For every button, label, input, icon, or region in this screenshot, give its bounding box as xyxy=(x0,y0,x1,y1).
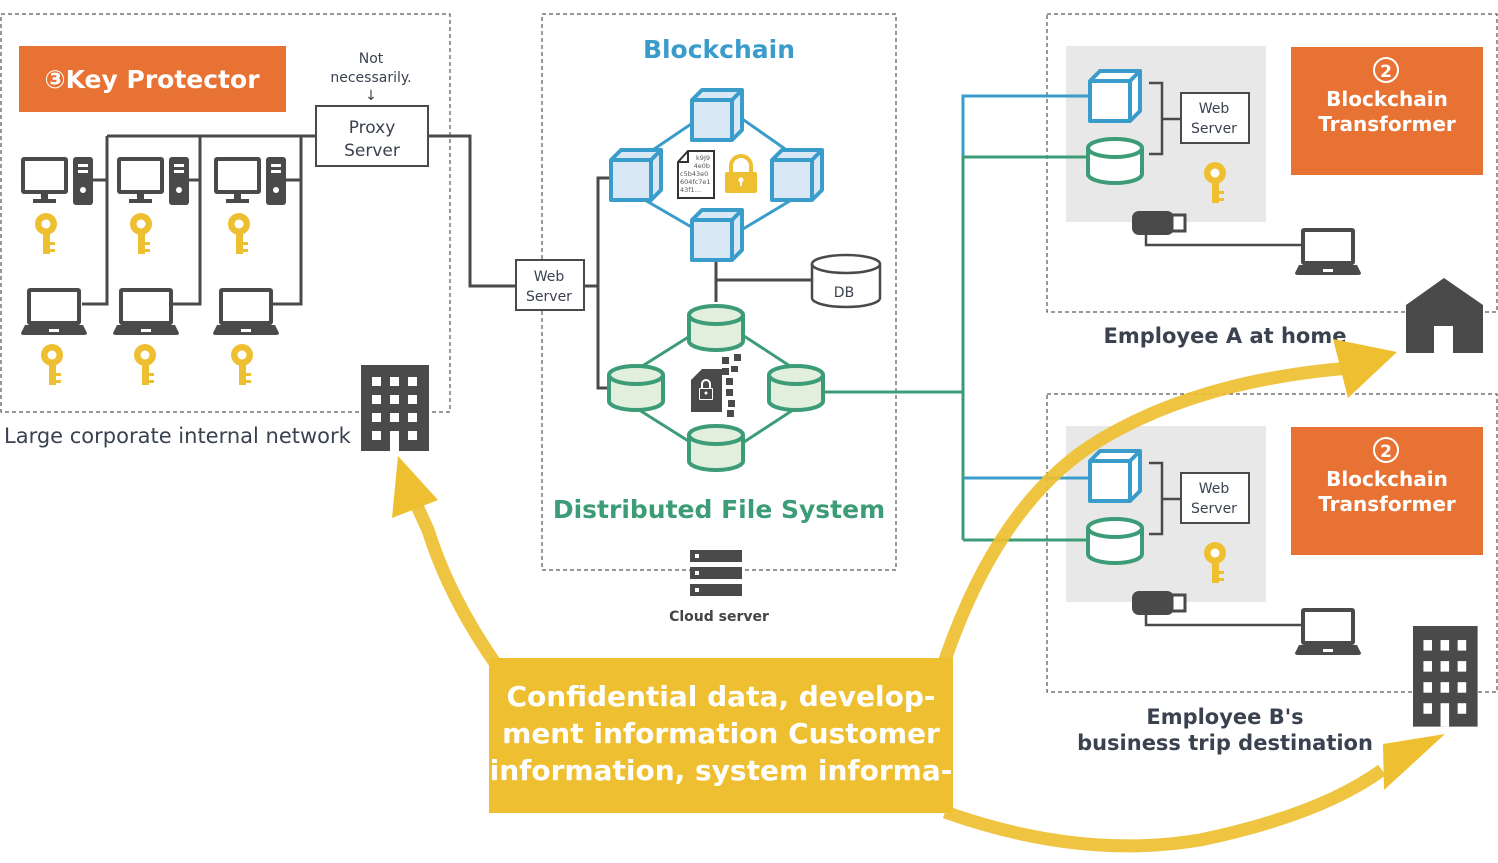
corporate-network: ③Key Protector Not necessarily. ↓ Proxy … xyxy=(0,13,516,451)
laptop-icon xyxy=(1295,608,1361,655)
proxy-server-box xyxy=(315,105,429,167)
laptop-icon xyxy=(1295,228,1361,275)
blockchain-transformer-badge xyxy=(1291,427,1483,555)
lock-icon xyxy=(725,154,757,193)
callout-line2: ment information Customer xyxy=(502,717,940,750)
badge-line2: Transformer xyxy=(1318,112,1456,136)
hash-line: c5b43e0 xyxy=(680,170,708,178)
key-protector-badge xyxy=(19,46,286,112)
laptop-icon xyxy=(21,288,87,335)
blockchain-transformer-badge xyxy=(1291,47,1483,175)
cloud-web-server-box xyxy=(515,259,585,311)
key-icon xyxy=(41,344,63,385)
cloud-web-server-line1: Web xyxy=(534,269,565,285)
office-building-icon xyxy=(361,365,429,451)
employee-b-web-server-box xyxy=(1180,472,1250,524)
usb-key-icon xyxy=(1130,209,1187,237)
storage-node-icon xyxy=(1086,137,1144,185)
employee-a-web-server-box xyxy=(1180,92,1250,144)
proxy-note-line2: necessarily. xyxy=(330,70,411,86)
hash-line: k9J9 xyxy=(696,154,710,162)
storage-node-icon xyxy=(1086,517,1144,565)
blockchain-node-icon xyxy=(609,148,663,202)
badge-number: 2 xyxy=(1380,62,1392,82)
key-protector-label: ③Key Protector xyxy=(44,65,260,94)
storage-node-icon xyxy=(687,304,745,352)
arrowhead-icon xyxy=(1383,734,1445,790)
employee-b-section: Web Server 2 Blockchain Transformer Empl… xyxy=(1046,393,1498,755)
hash-line: 43f1… xyxy=(680,186,701,194)
callout-box xyxy=(489,658,953,813)
blockchain-node-icon xyxy=(690,88,744,142)
blockchain-node-icon xyxy=(770,148,824,202)
key-icon xyxy=(130,213,152,254)
arrow-heads xyxy=(392,339,1445,790)
cloud-server-icon xyxy=(690,550,742,596)
house-icon xyxy=(1406,278,1483,353)
key-icon xyxy=(134,344,156,385)
blockchain-node-icon xyxy=(690,208,744,262)
employee-a-web-server-line1: Web xyxy=(1199,101,1230,117)
blockchain-node-icon xyxy=(1088,449,1142,503)
dfs-title: Distributed File System xyxy=(553,495,885,524)
database-icon xyxy=(810,253,882,309)
key-icon xyxy=(35,213,57,254)
hash-line: 604fc7e1 xyxy=(680,178,711,186)
blockchain-node-icon xyxy=(1088,69,1142,123)
storage-node-icon xyxy=(687,424,745,472)
db-label: DB xyxy=(834,285,854,301)
employee-a-boundary xyxy=(1046,13,1498,313)
cloud-server-label: Cloud server xyxy=(669,609,769,625)
employee-b-label-line1: Employee B's xyxy=(1146,705,1303,729)
badge-line1: Blockchain xyxy=(1326,87,1448,111)
storage-node-icon xyxy=(767,364,825,412)
badge-line2: Transformer xyxy=(1318,492,1456,516)
callout-line1: Confidential data, develop- xyxy=(506,680,935,713)
hash-line: 4e0b xyxy=(694,162,710,170)
arrow-to-corporate xyxy=(406,492,506,674)
laptop-icon xyxy=(213,288,279,335)
employee-a-label: Employee A at home xyxy=(1104,324,1347,348)
cloud-web-server-lines xyxy=(584,176,812,390)
encrypted-file-fragments-icon xyxy=(691,354,741,417)
blockchain-title: Blockchain xyxy=(643,35,795,64)
arrow-to-employee-a xyxy=(938,361,1351,663)
corporate-boundary xyxy=(0,13,451,413)
proxy-note-arrow: ↓ xyxy=(365,88,377,104)
hash-document-icon: k9J9 4e0b c5b43e0 604fc7e1 43f1… xyxy=(677,150,715,199)
employee-a-section: Web Server 2 Blockchain Transformer Empl… xyxy=(963,13,1498,353)
dfs-links xyxy=(635,334,963,444)
storage-node-icon xyxy=(607,364,665,412)
arrowhead-icon xyxy=(392,456,438,518)
business-trip-building-icon xyxy=(1413,626,1478,727)
arrow-to-employee-b xyxy=(942,764,1386,853)
corporate-network-label: Large corporate internal network xyxy=(4,424,352,448)
arrowhead-icon xyxy=(1333,339,1397,398)
cloud-web-server-line2: Server xyxy=(526,289,572,305)
proxy-server-line1: Proxy xyxy=(349,118,396,138)
data-callout: Confidential data, develop- ment informa… xyxy=(489,658,953,813)
employee-b-web-server-line2: Server xyxy=(1191,501,1237,517)
desktop-computer-icon xyxy=(214,157,286,205)
data-flow-arrows xyxy=(406,361,1386,853)
badge-line1: Blockchain xyxy=(1326,467,1448,491)
cloud-server-section: Blockchain Web Server k9J9 4e0b c5b xyxy=(515,13,963,625)
callout-line3: information, system informa- xyxy=(490,754,953,787)
proxy-note-line1: Not xyxy=(359,51,384,67)
badge-number: 2 xyxy=(1380,442,1392,462)
key-icon xyxy=(231,344,253,385)
desktop-computer-icon xyxy=(117,157,189,205)
employee-b-web-server-line1: Web xyxy=(1199,481,1230,497)
employee-b-boundary xyxy=(1046,393,1498,693)
usb-key-icon xyxy=(1130,589,1187,617)
laptop-icon xyxy=(113,288,179,335)
key-icon xyxy=(228,213,250,254)
proxy-server-line2: Server xyxy=(344,141,400,161)
corporate-network-lines xyxy=(82,134,516,306)
employee-a-web-server-line2: Server xyxy=(1191,121,1237,137)
employee-b-label-line2: business trip destination xyxy=(1077,731,1373,755)
desktop-computer-icon xyxy=(21,157,93,205)
